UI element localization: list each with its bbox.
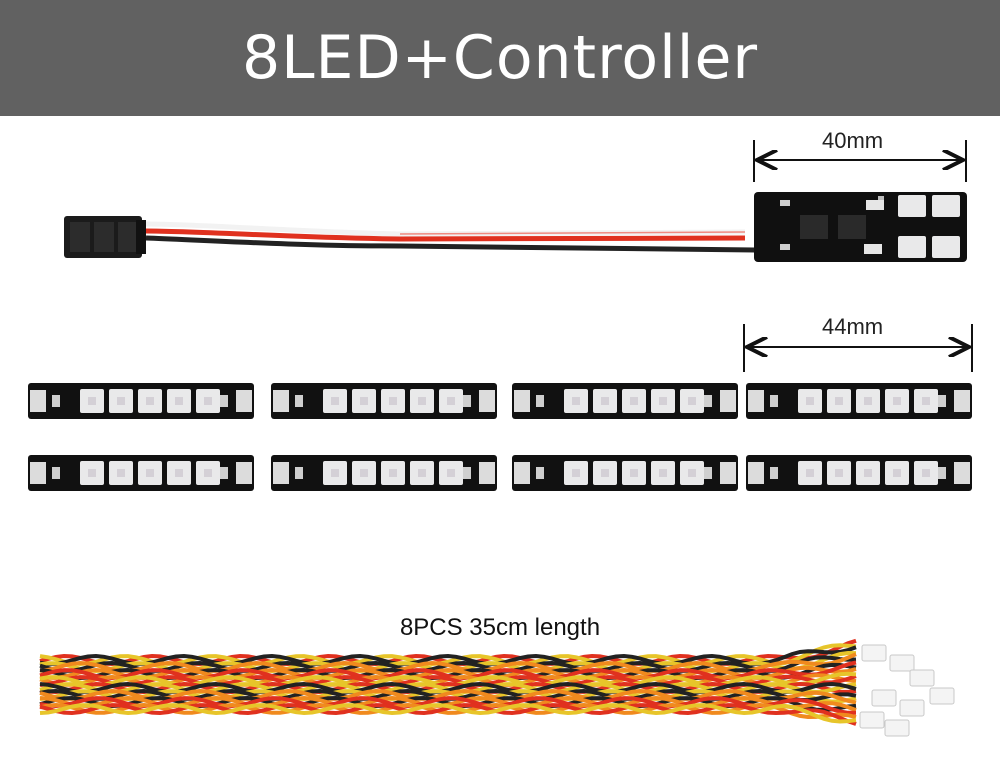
controller-cable [145,221,756,253]
led-strip [746,383,972,419]
led-strip [512,455,738,491]
led-strip [746,455,972,491]
jst-connector [909,669,935,687]
controller-dimension-line [753,140,967,182]
twisted-wire [39,645,857,666]
led-strip [28,383,254,419]
jst-connector [871,689,897,707]
jst-connector [861,644,887,662]
twisted-wire [39,674,857,688]
jst-connector [899,699,925,717]
twisted-wire [39,665,857,680]
strip-dimension-line [743,324,973,372]
twisted-wire [39,696,856,715]
jst-connector [884,719,910,737]
jst-connector [929,687,955,705]
jst-connector [859,711,885,729]
banner-title: 8LED+Controller [241,23,759,93]
twisted-wire [39,652,857,673]
servo-connector [64,216,146,258]
led-strip [271,455,497,491]
jst-connector [889,654,915,672]
led-strip [512,383,738,419]
led-strips-grid [28,383,972,491]
twisted-wire [39,681,857,695]
title-banner: 8LED+Controller [0,0,1000,116]
led-strip [271,383,497,419]
twisted-wire [39,703,857,724]
twisted-wire [39,688,857,705]
controller-board [754,192,967,262]
controller-width-label: 40mm [822,128,884,153]
cable-bundle [39,638,955,737]
led-strip [28,455,254,491]
cable-caption: 8PCS 35cm length [399,614,601,641]
strip-width-label: 44mm [822,314,884,339]
